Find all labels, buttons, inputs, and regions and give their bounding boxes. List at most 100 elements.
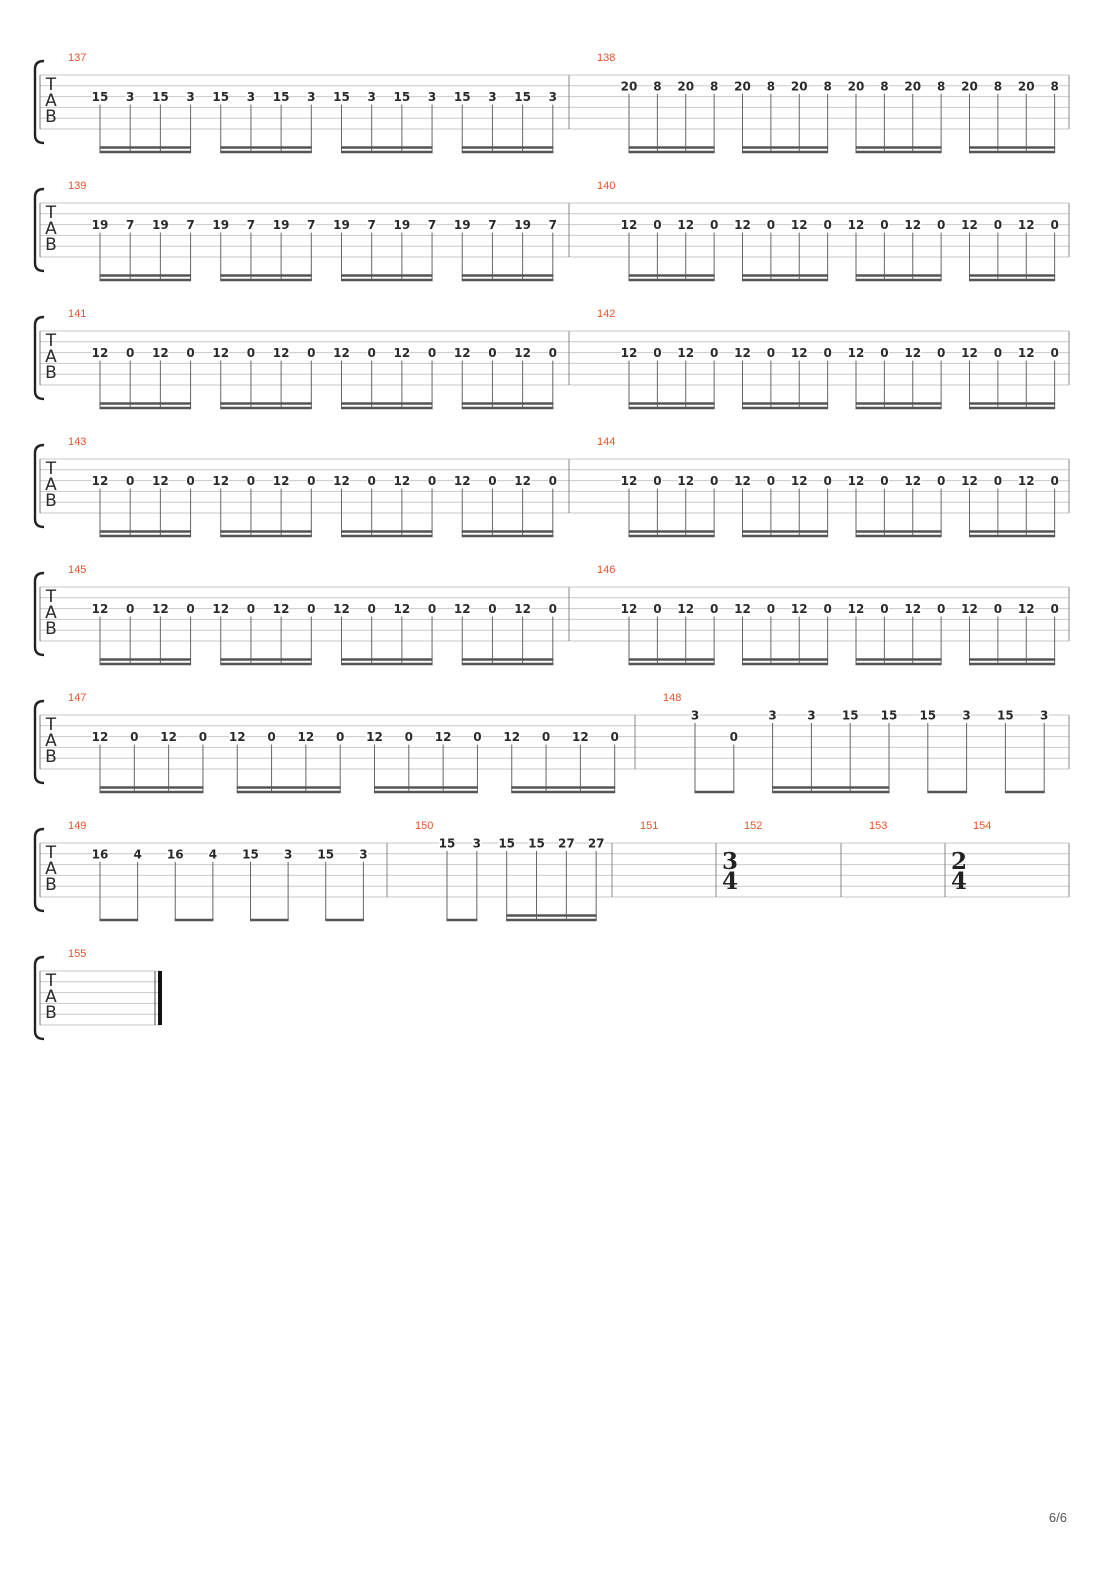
measure-number: 137 xyxy=(68,52,86,64)
fret-knockout xyxy=(879,346,889,359)
fret-knockout xyxy=(92,730,108,743)
fret-number: 12 xyxy=(273,346,290,360)
fret-knockout xyxy=(919,709,936,721)
fret-number: 12 xyxy=(848,474,865,488)
fret-number: 3 xyxy=(368,90,376,104)
fret-knockout xyxy=(652,218,662,231)
fret-number: 12 xyxy=(152,602,169,616)
time-signature-numerator: 3 xyxy=(722,848,738,875)
fret-knockout xyxy=(791,346,808,359)
fret-number: 12 xyxy=(677,474,694,488)
fret-number: 3 xyxy=(126,90,134,104)
fret-knockout xyxy=(734,474,751,487)
fret-number: 3 xyxy=(473,837,481,851)
fret-number: 12 xyxy=(394,346,411,360)
tab-clef-letter: T xyxy=(45,203,57,223)
fret-knockout xyxy=(186,346,196,359)
fret-knockout xyxy=(125,90,135,103)
fret-number: 0 xyxy=(126,346,134,360)
fret-number: 12 xyxy=(734,218,751,232)
fret-knockout xyxy=(621,474,637,487)
fret-knockout xyxy=(993,346,1003,359)
fret-knockout xyxy=(273,90,290,103)
fret-knockout xyxy=(246,602,256,615)
fret-knockout xyxy=(1018,346,1035,359)
fret-knockout xyxy=(709,602,719,615)
fret-number: 15 xyxy=(514,90,531,104)
fret-number: 0 xyxy=(542,730,550,744)
fret-knockout xyxy=(125,218,135,231)
fret-number: 19 xyxy=(212,218,229,232)
fret-knockout xyxy=(936,79,946,92)
fret-knockout xyxy=(333,474,350,487)
fret-number: 0 xyxy=(937,602,945,616)
fret-knockout xyxy=(306,474,316,487)
fret-number: 0 xyxy=(1050,218,1058,232)
fret-knockout xyxy=(212,474,229,487)
fret-knockout xyxy=(621,218,637,231)
fret-number: 12 xyxy=(333,346,350,360)
fret-number: 12 xyxy=(1018,474,1035,488)
fret-number: 0 xyxy=(653,602,661,616)
fret-knockout xyxy=(1050,602,1060,615)
fret-knockout xyxy=(454,602,471,615)
fret-number: 12 xyxy=(904,474,921,488)
fret-knockout xyxy=(133,847,143,860)
fret-number: 12 xyxy=(454,346,471,360)
fret-knockout xyxy=(186,218,196,231)
fret-number: 0 xyxy=(368,602,376,616)
fret-knockout xyxy=(503,730,520,743)
fret-number: 3 xyxy=(1040,709,1048,723)
measure-number: 147 xyxy=(68,692,86,704)
fret-knockout xyxy=(160,730,177,743)
measure-number: 155 xyxy=(68,948,86,960)
fret-number: 12 xyxy=(904,218,921,232)
fret-number: 15 xyxy=(528,837,545,851)
fret-knockout xyxy=(229,730,246,743)
fret-knockout xyxy=(848,79,864,92)
fret-number: 0 xyxy=(823,474,831,488)
fret-number: 8 xyxy=(767,79,775,93)
tab-clef-letter: T xyxy=(45,331,57,351)
fret-number: 0 xyxy=(710,346,718,360)
fret-number: 0 xyxy=(186,346,194,360)
fret-number: 12 xyxy=(791,474,808,488)
tab-clef-letter: T xyxy=(45,715,57,735)
fret-knockout xyxy=(273,346,290,359)
system-bracket xyxy=(33,187,45,273)
fret-knockout xyxy=(677,79,694,92)
fret-knockout xyxy=(212,218,229,231)
fret-knockout xyxy=(273,602,290,615)
tab-clef-letter: T xyxy=(45,459,57,479)
fret-number: 0 xyxy=(130,730,138,744)
fret-number: 12 xyxy=(791,218,808,232)
fret-knockout xyxy=(677,474,694,487)
fret-number: 0 xyxy=(710,218,718,232)
fret-knockout xyxy=(393,90,410,103)
fret-knockout xyxy=(541,730,551,743)
fret-knockout xyxy=(879,218,889,231)
fret-knockout xyxy=(842,709,859,721)
fret-knockout xyxy=(152,602,169,615)
fret-number: 12 xyxy=(394,474,411,488)
fret-knockout xyxy=(961,79,978,92)
tab-clef-letter: B xyxy=(45,1003,57,1023)
fret-number: 0 xyxy=(710,474,718,488)
fret-knockout xyxy=(848,602,864,615)
fret-knockout xyxy=(936,346,946,359)
fret-knockout xyxy=(92,474,108,487)
tab-clef-letter: A xyxy=(45,603,57,623)
fret-number: 12 xyxy=(904,346,921,360)
fret-number: 16 xyxy=(92,847,109,861)
fret-number: 12 xyxy=(621,346,638,360)
fret-number: 3 xyxy=(962,709,970,723)
fret-knockout xyxy=(548,218,558,231)
time-signature-numerator: 2 xyxy=(951,848,967,875)
fret-number: 12 xyxy=(160,730,177,744)
fret-knockout xyxy=(879,474,889,487)
fret-number: 12 xyxy=(904,602,921,616)
fret-knockout xyxy=(393,346,410,359)
fret-knockout xyxy=(621,79,637,92)
fret-number: 0 xyxy=(767,346,775,360)
fret-number: 0 xyxy=(549,346,557,360)
